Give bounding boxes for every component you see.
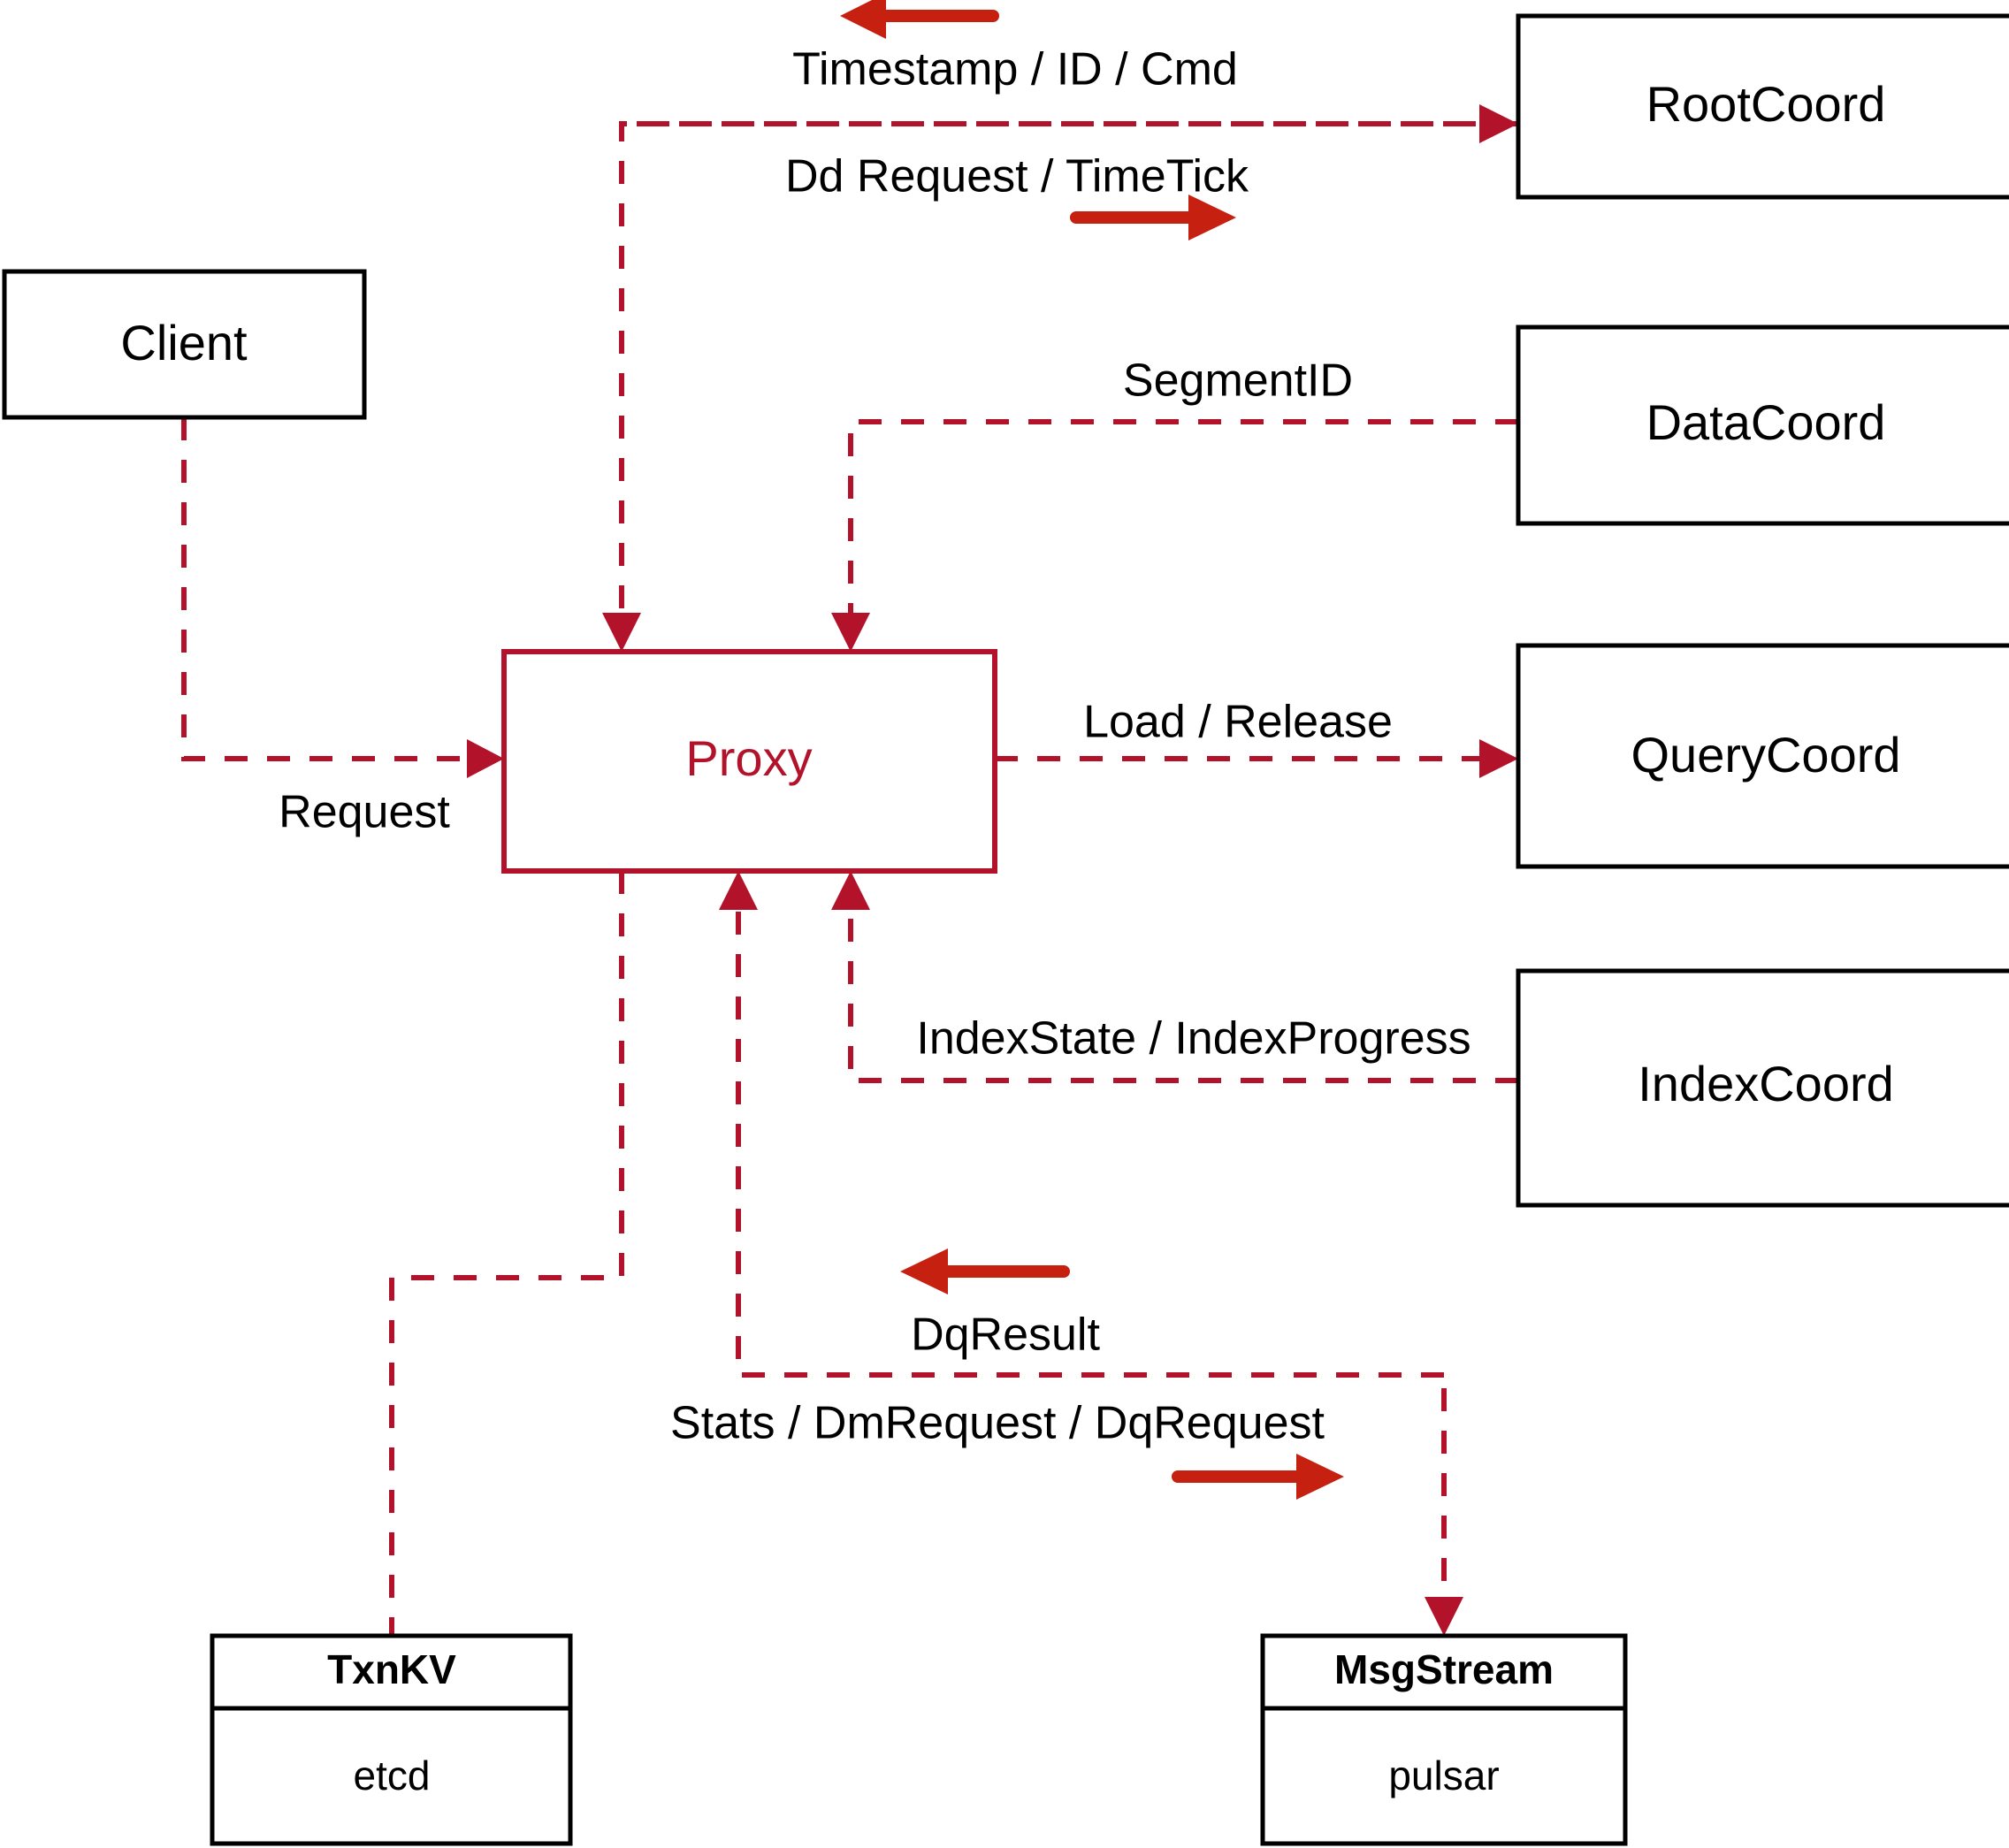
- edge-proxy-txnkv: [389, 871, 624, 1636]
- direction-arrow-left-bottom: [900, 1249, 1070, 1294]
- edge-datacoord-proxy-arrowhead: [831, 613, 870, 652]
- node-datacoord-label: DataCoord: [1646, 394, 1886, 450]
- node-client[interactable]: Client: [2, 269, 367, 420]
- direction-arrow-right-bottom: [1172, 1454, 1344, 1500]
- direction-arrow-right-top: [1070, 195, 1236, 241]
- edge-rootcoord-proxy-arrowhead: [602, 613, 641, 652]
- node-querycoord-label: QueryCoord: [1631, 727, 1900, 783]
- edge-label-dd-request-timetick: Dd Request / TimeTick: [785, 151, 1249, 202]
- edge-label-timestamp-id-cmd: Timestamp / ID / Cmd: [792, 44, 1238, 95]
- edge-client-proxy-path: [181, 417, 485, 761]
- node-txnkv-sublabel: etcd: [354, 1753, 431, 1798]
- edge-msgstream-proxy-arrowhead: [719, 871, 758, 910]
- edge-proxy-rootcoord-arrowhead: [1479, 104, 1518, 143]
- node-msgstream[interactable]: MsgStream pulsar: [1260, 1633, 1628, 1846]
- node-rootcoord[interactable]: RootCoord: [1516, 13, 2009, 200]
- edge-proxy-querycoord-arrowhead: [1479, 739, 1518, 778]
- edge-rootcoord-proxy: [602, 121, 1518, 652]
- edge-indexcoord-proxy: [831, 871, 1518, 1083]
- node-txnkv[interactable]: TxnKV etcd: [210, 1633, 573, 1846]
- edge-label-load-release: Load / Release: [1083, 697, 1393, 748]
- node-indexcoord[interactable]: IndexCoord: [1516, 968, 2009, 1208]
- node-querycoord[interactable]: QueryCoord: [1516, 643, 2009, 869]
- edge-indexcoord-proxy-path: [848, 892, 1518, 1083]
- node-txnkv-label: TxnKV: [327, 1646, 456, 1692]
- edge-proxy-rootcoord: [637, 104, 1518, 143]
- node-rootcoord-label: RootCoord: [1646, 76, 1886, 132]
- edge-rootcoord-proxy-path: [619, 121, 1518, 630]
- edge-client-proxy: [181, 417, 504, 778]
- edge-proxy-msgstream: [1425, 1388, 1463, 1636]
- edge-proxy-msgstream-arrowhead: [1425, 1597, 1463, 1636]
- node-proxy-label: Proxy: [685, 730, 812, 786]
- edge-proxy-txnkv-path: [389, 871, 624, 1636]
- node-msgstream-sublabel: pulsar: [1388, 1753, 1499, 1798]
- node-indexcoord-label: IndexCoord: [1638, 1056, 1894, 1111]
- edge-label-indexstate-indexprogress: IndexState / IndexProgress: [916, 1013, 1470, 1065]
- edge-client-proxy-arrowhead: [467, 739, 504, 778]
- edge-datacoord-proxy-path: [848, 419, 1518, 630]
- edge-msgstream-proxy: [719, 871, 1444, 1378]
- direction-arrow-left-top: [840, 0, 999, 39]
- node-client-label: Client: [120, 315, 248, 370]
- node-proxy[interactable]: Proxy: [501, 649, 997, 874]
- edge-label-request: Request: [279, 787, 450, 838]
- edge-label-segmentid: SegmentID: [1123, 355, 1353, 407]
- edge-label-stats-dmrequest-dqrequest: Stats / DmRequest / DqRequest: [670, 1398, 1325, 1449]
- edge-proxy-querycoord: [995, 739, 1518, 778]
- edge-label-dqresult: DqResult: [911, 1310, 1100, 1361]
- node-datacoord[interactable]: DataCoord: [1516, 325, 2009, 526]
- edge-datacoord-proxy: [831, 419, 1518, 652]
- node-msgstream-label: MsgStream: [1334, 1646, 1554, 1692]
- edge-indexcoord-proxy-arrowhead: [831, 871, 870, 910]
- edge-msgstream-proxy-path: [736, 892, 1444, 1378]
